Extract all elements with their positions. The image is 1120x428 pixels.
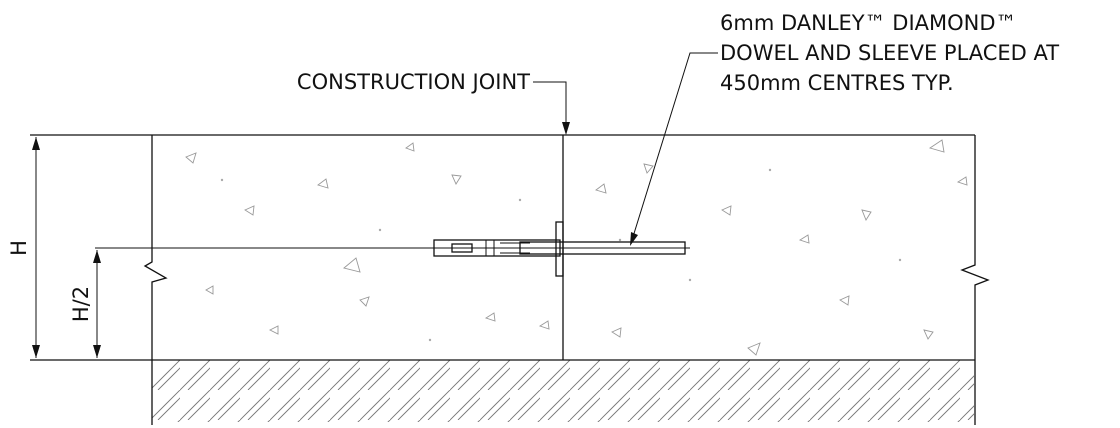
height-dim-label: H <box>7 240 31 256</box>
half-height-dim-label: H/2 <box>69 286 93 322</box>
dowel-label-line-2: DOWEL AND SLEEVE PLACED AT <box>720 41 1059 65</box>
dowel-label-line-1: 6mm DANLEY™ DIAMOND™ <box>720 11 1017 35</box>
construction-joint-callout: CONSTRUCTION JOINT <box>297 70 570 135</box>
construction-joint-label: CONSTRUCTION JOINT <box>297 70 530 94</box>
dimension-half-h: H/2 <box>69 250 101 358</box>
concrete-slab <box>30 134 990 425</box>
dimension-h: H <box>7 137 40 358</box>
subgrade-hatch <box>152 360 974 422</box>
concrete-aggregate <box>185 139 968 356</box>
dowel-label-line-3: 450mm CENTRES TYP. <box>720 71 954 95</box>
dowel-callout: 6mm DANLEY™ DIAMOND™ DOWEL AND SLEEVE PL… <box>630 11 1059 246</box>
dowel-and-sleeve <box>95 221 690 277</box>
